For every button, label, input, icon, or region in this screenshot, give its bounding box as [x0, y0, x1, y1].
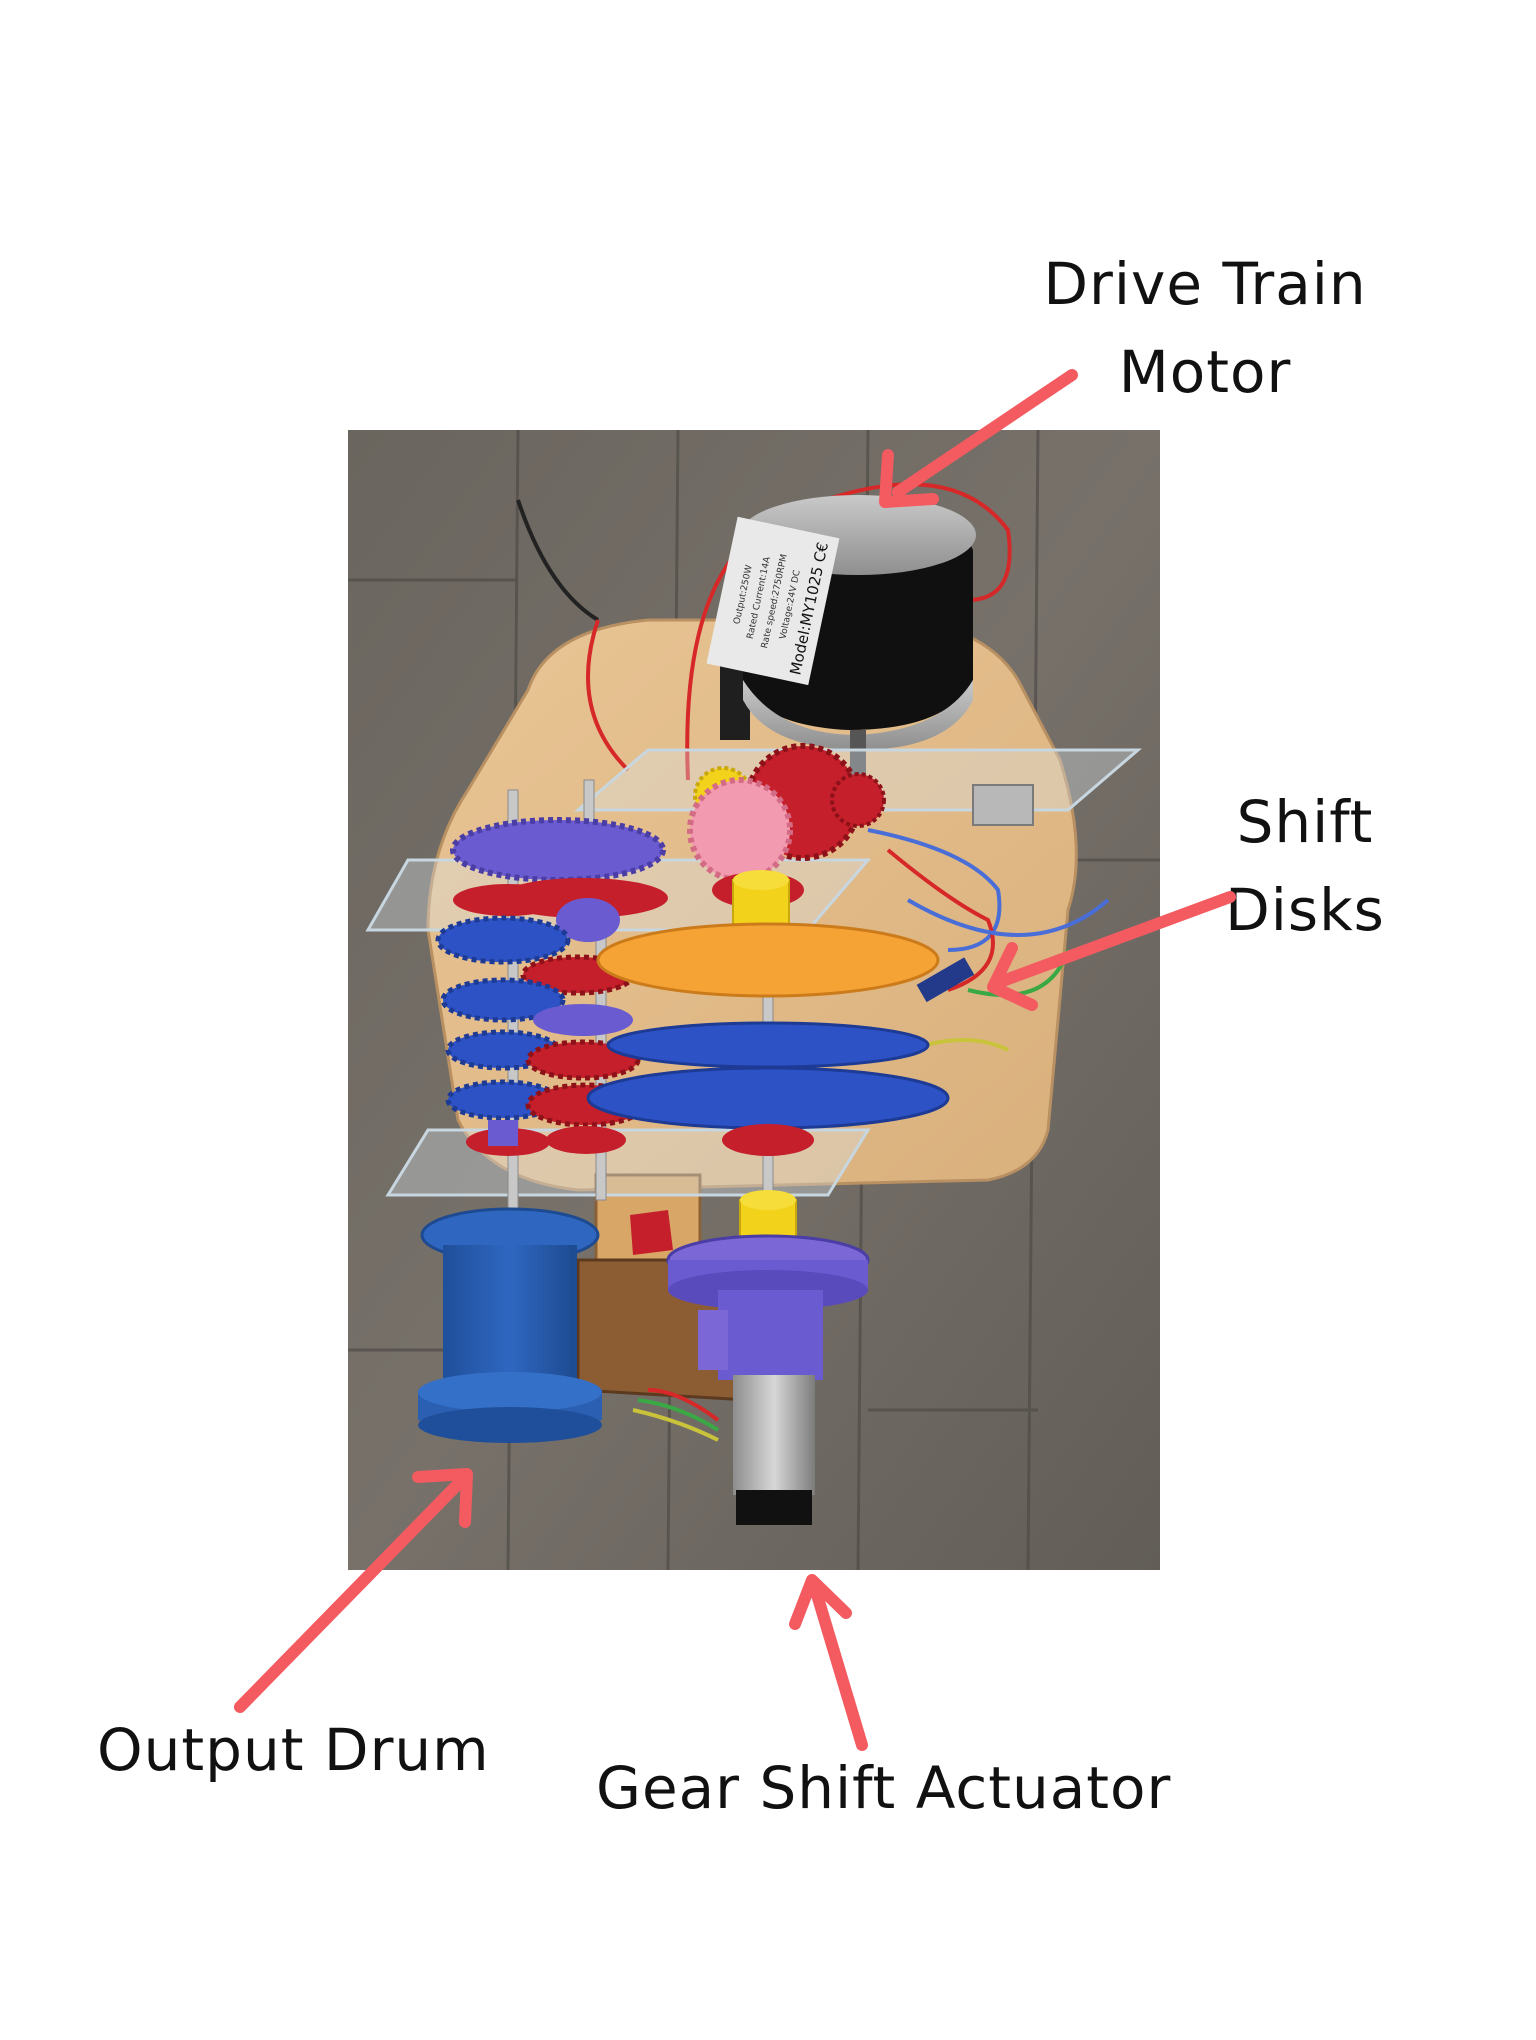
gear-pink — [687, 777, 793, 883]
red-bracket — [630, 1210, 673, 1255]
output-drum — [418, 1207, 602, 1443]
label-shift-disks-line-2: Disks — [1225, 876, 1385, 944]
wires — [516, 482, 1110, 1052]
shift-disk-blue-lower — [586, 1066, 950, 1130]
motor-shaft — [850, 730, 866, 780]
label-output-drum: Output Drum — [97, 1716, 490, 1784]
label-drive-train-motor-line-1: Drive Train — [1043, 250, 1367, 318]
arrow-gear-shift-actuator — [789, 1574, 868, 1751]
hinge — [972, 784, 1034, 826]
label-shift-disks: Shift Disks — [1220, 778, 1390, 954]
gear-purple-large — [450, 817, 666, 883]
sensor-board — [916, 957, 975, 1003]
gearbox-photo: Model:MY1025 C€ Voltage:24V DC Rate spee… — [348, 430, 1160, 1570]
label-drive-train-motor-line-2: Motor — [1118, 338, 1292, 406]
gear-shift-actuator — [632, 1190, 870, 1525]
drive-train-motor: Model:MY1025 C€ Voltage:24V DC Rate spee… — [706, 495, 976, 780]
label-drive-train-motor: Drive Train Motor — [1030, 240, 1380, 416]
shift-disk-orange — [596, 922, 940, 998]
motor-rating-plate: Model:MY1025 C€ Voltage:24V DC Rate spee… — [706, 516, 840, 686]
gear-red-small-top — [830, 772, 886, 828]
label-shift-disks-line-1: Shift — [1236, 788, 1374, 856]
label-gear-shift-actuator: Gear Shift Actuator — [596, 1754, 1172, 1822]
shift-disk-blue-upper — [606, 1021, 930, 1069]
gear-red-under-disk — [722, 1124, 814, 1156]
yellow-collar-upper — [712, 870, 804, 937]
